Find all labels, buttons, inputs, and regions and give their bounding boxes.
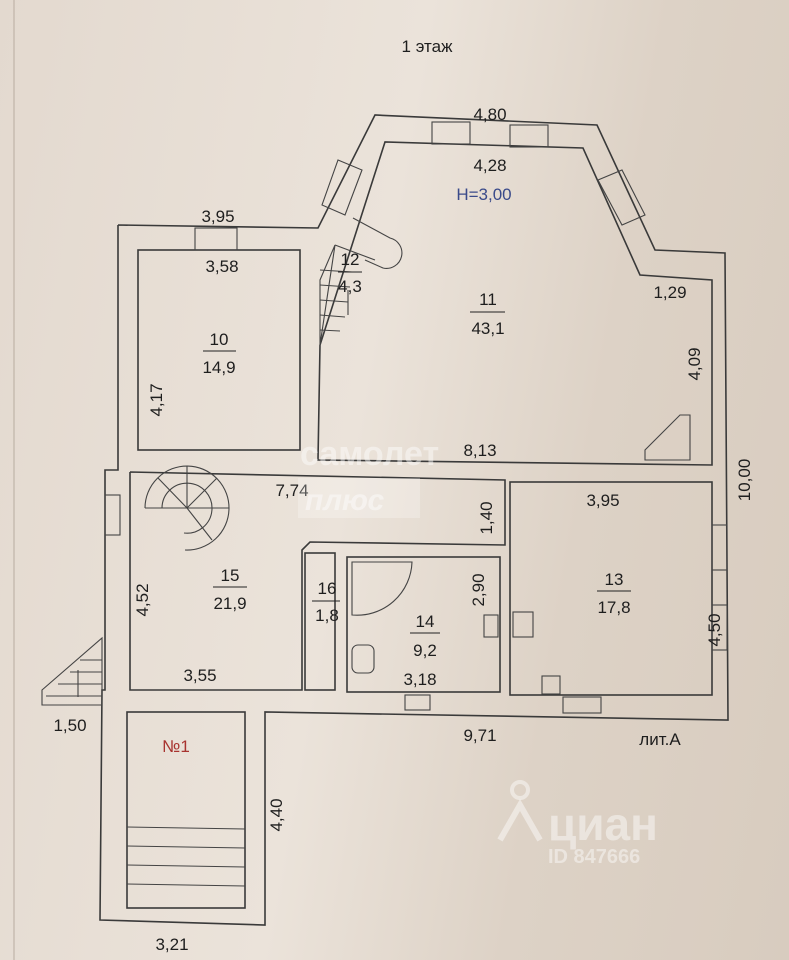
- svg-text:11: 11: [479, 290, 497, 309]
- svg-text:3,95: 3,95: [586, 491, 619, 510]
- svg-text:16: 16: [318, 579, 337, 598]
- svg-text:4,80: 4,80: [473, 105, 506, 124]
- toilet-icon: [351, 644, 375, 674]
- svg-text:4,09: 4,09: [685, 347, 704, 380]
- room-13-walls: [509, 481, 713, 696]
- room-14-walls: [346, 556, 501, 693]
- svg-text:10,00: 10,00: [735, 459, 754, 502]
- room-16-label: 16 1,8: [312, 579, 340, 625]
- ceiling-height: H=3,00: [456, 185, 511, 204]
- windows: [104, 121, 728, 714]
- svg-text:8,13: 8,13: [463, 441, 496, 460]
- svg-text:4,3: 4,3: [338, 277, 362, 296]
- svg-text:3,55: 3,55: [183, 666, 216, 685]
- room-10-walls: [137, 249, 301, 451]
- side-staircase: [41, 636, 103, 706]
- room-13-label: 13 17,8: [597, 570, 631, 617]
- building-label: лит.А: [639, 730, 681, 749]
- porch-steps: [126, 826, 246, 887]
- room-10-label: 10 14,9: [202, 330, 236, 377]
- watermark-samolet: самолет плюс: [298, 435, 439, 518]
- svg-text:9,2: 9,2: [413, 641, 437, 660]
- svg-text:4,50: 4,50: [705, 613, 724, 646]
- svg-text:15: 15: [221, 566, 240, 585]
- sink-icon: [541, 675, 561, 695]
- svg-text:21,9: 21,9: [213, 594, 246, 613]
- floor-title: 1 этаж: [402, 37, 454, 56]
- room-15-walls: [129, 471, 506, 691]
- fireplace-icon: [644, 414, 691, 461]
- svg-text:17,8: 17,8: [597, 598, 630, 617]
- porch-label: №1: [162, 737, 190, 756]
- svg-text:3,21: 3,21: [155, 935, 188, 954]
- svg-text:4,17: 4,17: [147, 383, 166, 416]
- room-14-label-area: 9,2: [410, 632, 440, 660]
- svg-text:ID 847666: ID 847666: [548, 846, 640, 868]
- staircase-12: [319, 217, 403, 346]
- svg-text:13: 13: [605, 570, 624, 589]
- room-11-walls: [317, 141, 713, 466]
- room-11-label: 11 43,1: [470, 290, 505, 338]
- svg-text:4,40: 4,40: [267, 798, 286, 831]
- room-14-label-text: 14: [416, 612, 435, 631]
- svg-text:3,18: 3,18: [403, 670, 436, 689]
- stove-icon: [512, 611, 534, 638]
- svg-text:1,40: 1,40: [477, 501, 496, 534]
- svg-text:3,58: 3,58: [205, 257, 238, 276]
- porch-walls: [126, 711, 246, 909]
- svg-text:4,52: 4,52: [133, 583, 152, 616]
- room-15-label-text: 15 21,9: [213, 566, 247, 613]
- dimension-labels: 4,80 4,28 3,95 3,58 4,17 1,29 4,09 8,13 …: [53, 105, 754, 954]
- svg-text:циан: циан: [548, 798, 658, 850]
- svg-text:10: 10: [210, 330, 229, 349]
- svg-text:9,71: 9,71: [463, 726, 496, 745]
- sink-icon: [483, 614, 499, 638]
- svg-text:плюс: плюс: [305, 484, 385, 517]
- svg-text:1,50: 1,50: [53, 716, 86, 735]
- svg-text:2,90: 2,90: [469, 573, 488, 606]
- svg-text:7,74: 7,74: [275, 481, 308, 500]
- room-16-walls: [304, 552, 336, 691]
- svg-text:1,8: 1,8: [315, 606, 339, 625]
- svg-text:14,9: 14,9: [202, 358, 235, 377]
- shower-icon: [351, 561, 413, 616]
- svg-text:3,95: 3,95: [201, 207, 234, 226]
- svg-text:1,29: 1,29: [653, 283, 686, 302]
- watermark-cian: циан ID 847666: [497, 780, 658, 868]
- outer-wall: [99, 114, 729, 926]
- spiral-staircase-icon: [144, 465, 230, 551]
- svg-text:43,1: 43,1: [471, 319, 504, 338]
- svg-text:12: 12: [341, 250, 360, 269]
- svg-text:самолет: самолет: [300, 435, 439, 473]
- svg-text:14: 14: [416, 612, 435, 631]
- svg-text:4,28: 4,28: [473, 156, 506, 175]
- room-12-label: 12 4,3: [338, 250, 362, 296]
